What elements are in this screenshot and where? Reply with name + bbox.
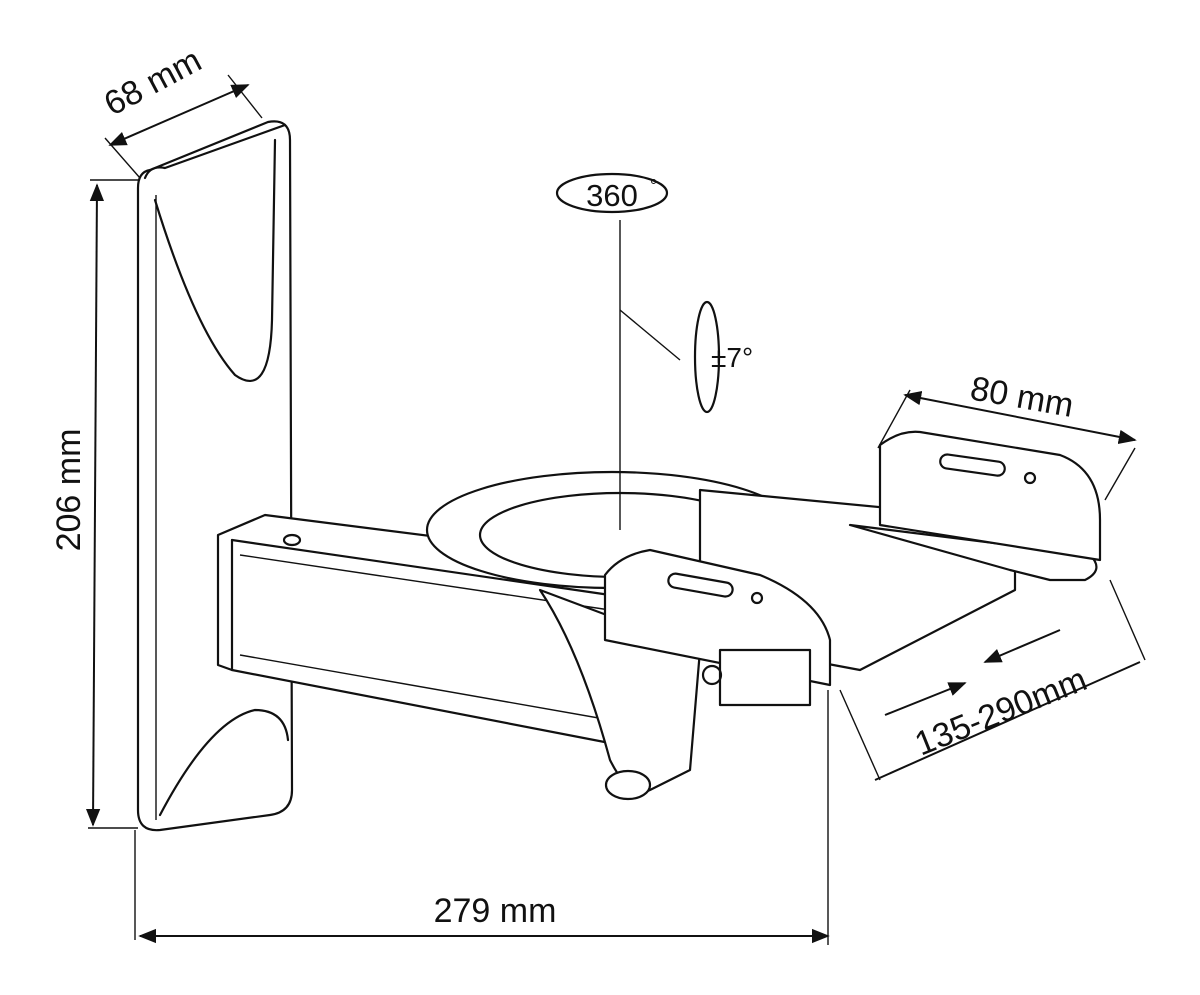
panel-width-label: 68 mm [98, 41, 208, 123]
clamp-width-label: 80 mm [967, 369, 1076, 424]
speaker-clamp [603, 430, 1102, 707]
dimension-lines [85, 74, 1146, 945]
wall-plate [136, 120, 294, 832]
clamp-range-label: 135-290mm [910, 660, 1092, 763]
rotation-indicator [555, 172, 721, 530]
rotation-degree: ° [650, 176, 657, 196]
total-depth-label: 279 mm [434, 892, 557, 930]
rotation-label: 360 [586, 178, 638, 213]
panel-height-label: 206 mm [50, 429, 88, 552]
tilt-label: ±7° [711, 342, 753, 373]
